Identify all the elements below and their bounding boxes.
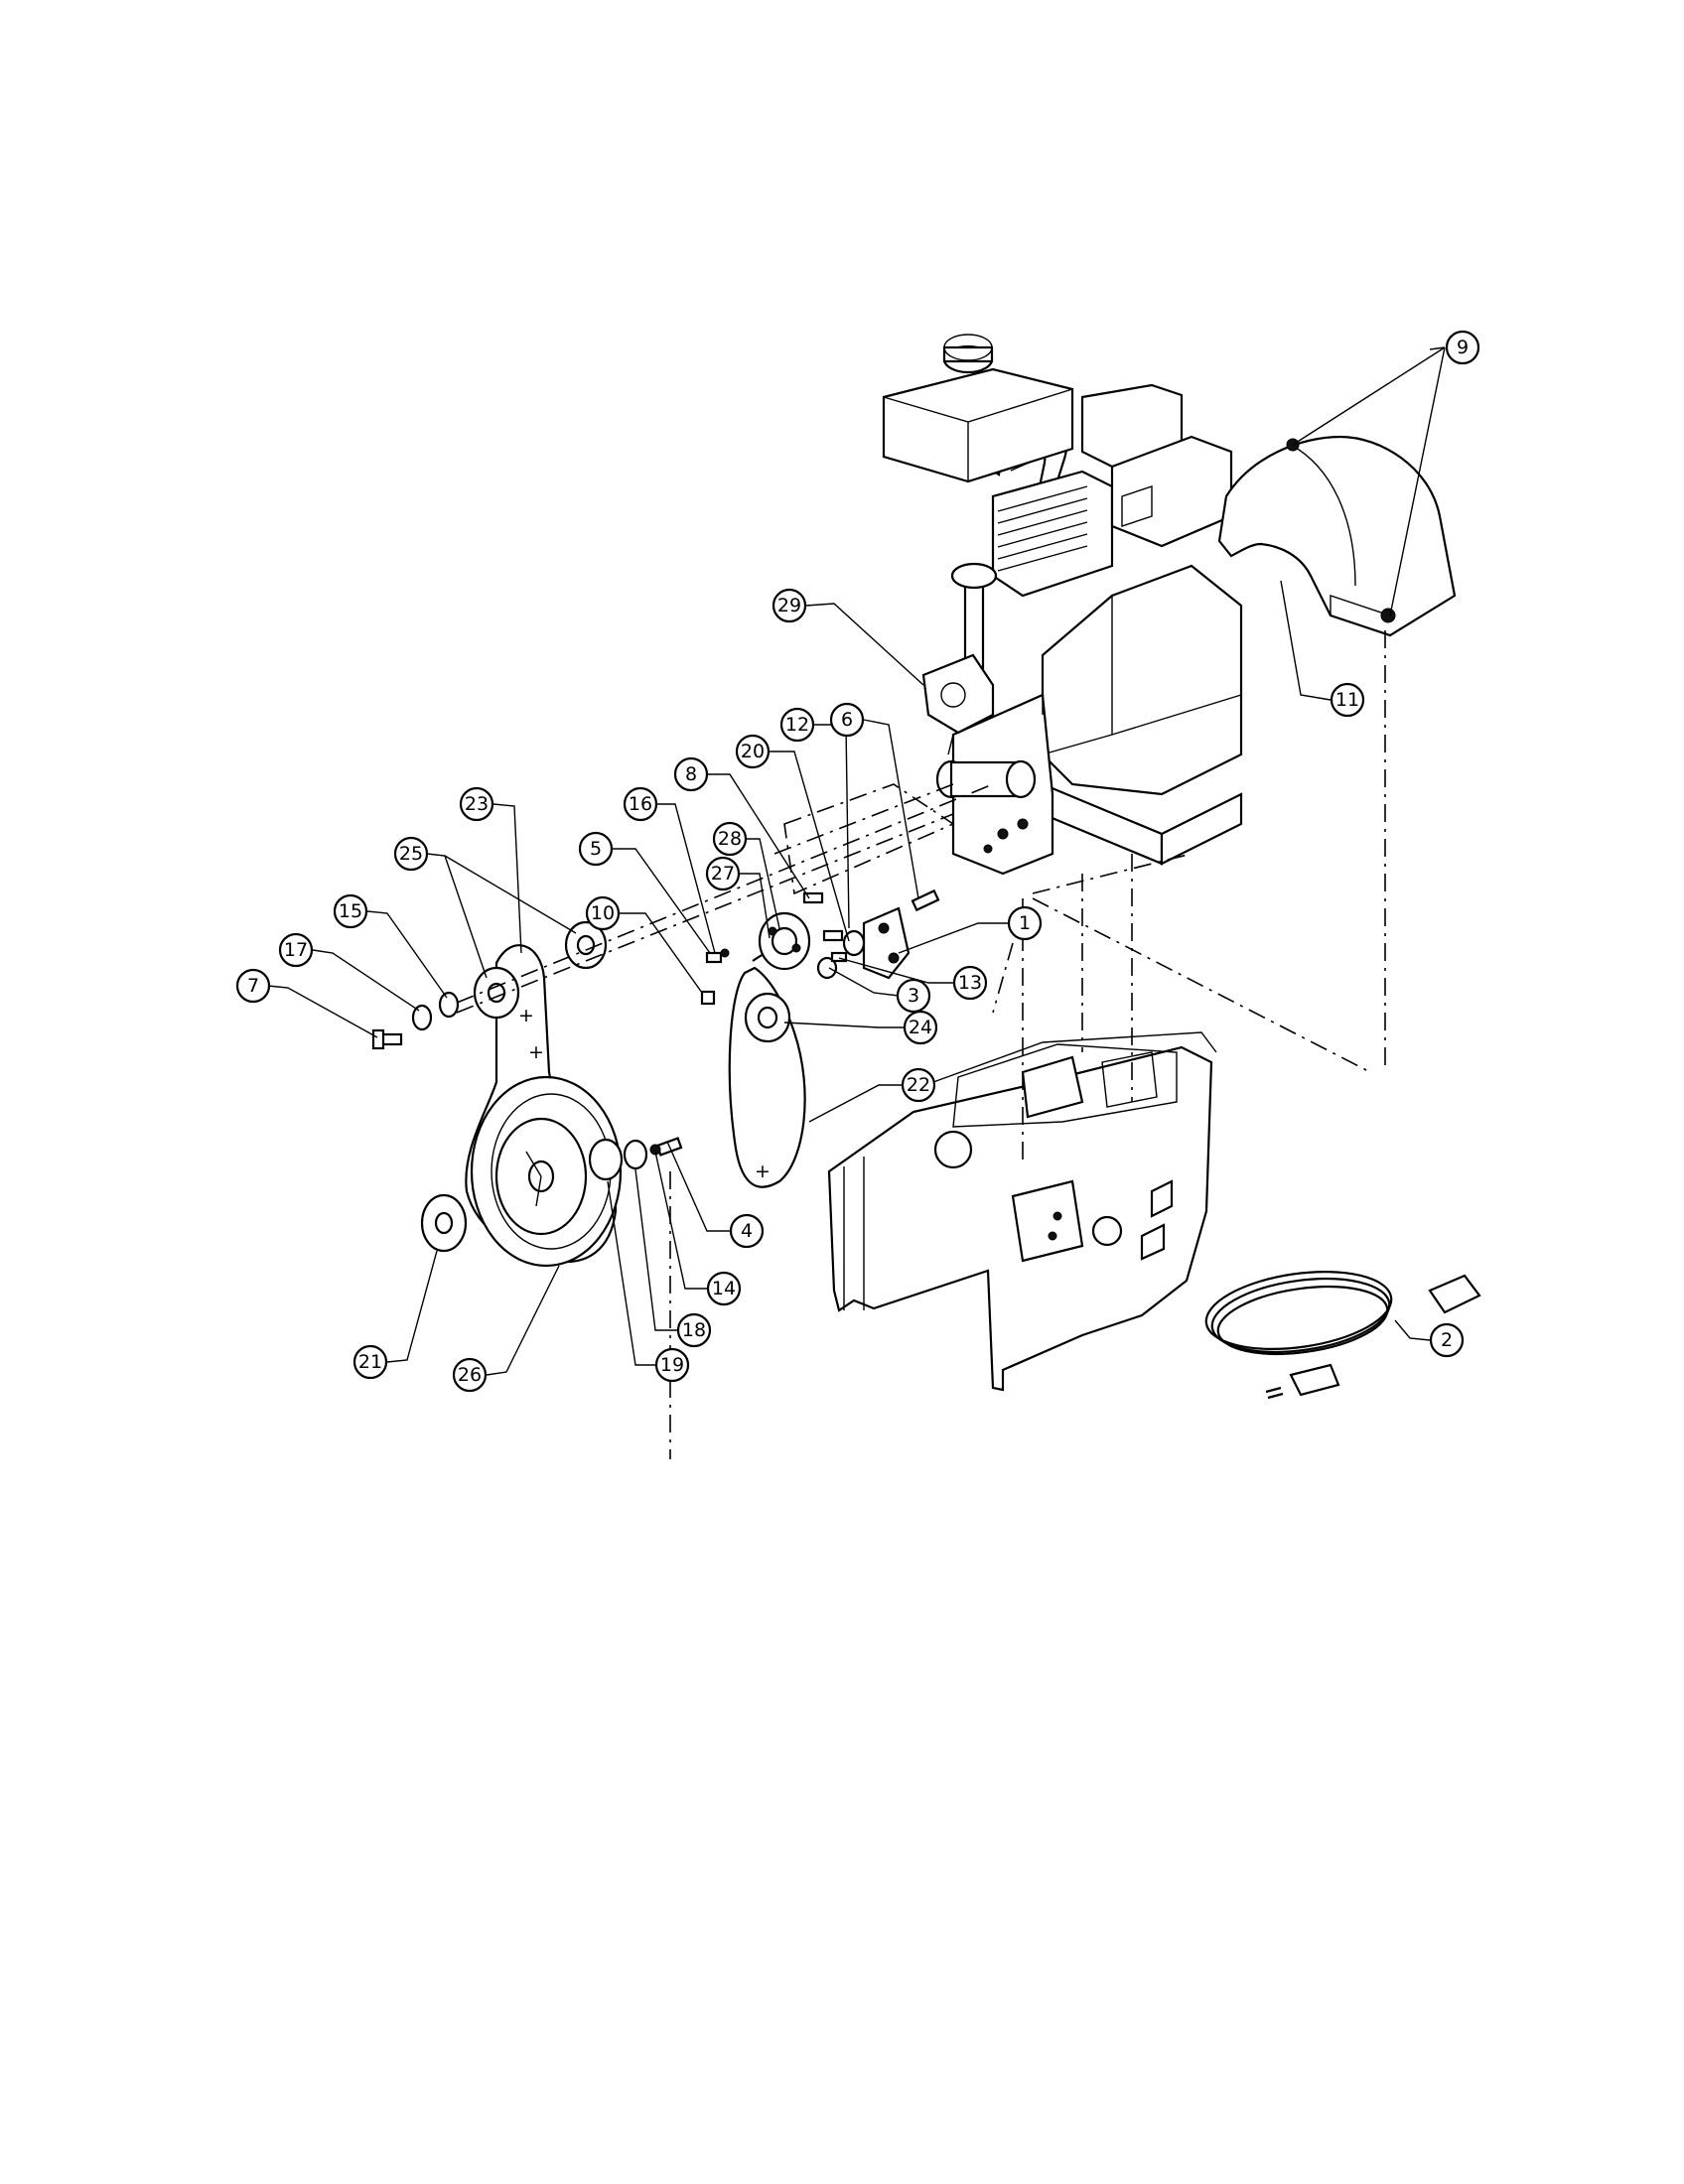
callout-label: 4 — [741, 1220, 753, 1242]
callout-label: 8 — [685, 763, 697, 785]
callout-label: 12 — [785, 714, 809, 736]
callout-6: 6 — [829, 702, 865, 738]
callout-label: 25 — [399, 843, 423, 865]
callout-18: 18 — [676, 1312, 712, 1348]
callout-1: 1 — [1007, 905, 1043, 941]
center-mark: + — [518, 1005, 534, 1026]
center-mark: + — [528, 1041, 544, 1063]
callout-label: 19 — [660, 1354, 684, 1376]
callout-label: 23 — [465, 793, 489, 815]
callout-23: 23 — [459, 786, 494, 822]
callout-label: 21 — [358, 1351, 382, 1373]
callout-9: 9 — [1445, 330, 1480, 365]
engine — [882, 334, 1243, 876]
callout-label: 20 — [741, 741, 765, 762]
callout-label: 1 — [1019, 912, 1031, 934]
callout-11: 11 — [1330, 682, 1365, 718]
center-mark: + — [755, 1160, 771, 1182]
callout-label: 29 — [777, 595, 801, 616]
callout-8: 8 — [673, 756, 709, 792]
assembly-lines — [456, 630, 1386, 1459]
drive-pulleys: + + + — [371, 920, 771, 1268]
callout-22: 22 — [901, 1067, 936, 1103]
callout-19: 19 — [654, 1347, 690, 1383]
callout-label: 27 — [711, 863, 735, 885]
idler-assembly — [700, 888, 940, 1188]
callout-17: 17 — [278, 932, 314, 968]
callout-label: 18 — [682, 1319, 706, 1341]
callout-25: 25 — [393, 836, 429, 872]
callout-label: 5 — [590, 838, 602, 860]
callout-15: 15 — [333, 893, 368, 929]
callout-21: 21 — [352, 1344, 388, 1380]
callout-label: 15 — [339, 900, 362, 922]
callout-label: 28 — [718, 828, 742, 850]
callout-label: 3 — [908, 985, 919, 1007]
callout-3: 3 — [896, 978, 931, 1014]
callout-29: 29 — [772, 588, 807, 623]
callout-4: 4 — [729, 1213, 765, 1249]
callout-13: 13 — [952, 965, 988, 1001]
callout-label: 17 — [284, 939, 308, 961]
callout-14: 14 — [706, 1271, 742, 1306]
callout-label: 2 — [1441, 1329, 1453, 1351]
callout-label: 13 — [958, 972, 982, 994]
callout-label: 22 — [907, 1074, 930, 1096]
callout-label: 7 — [247, 975, 259, 997]
callout-2: 2 — [1429, 1322, 1465, 1358]
callout-label: 6 — [841, 709, 853, 731]
callout-26: 26 — [452, 1357, 488, 1393]
callout-20: 20 — [735, 734, 771, 769]
callout-label: 24 — [909, 1017, 932, 1038]
callout-12: 12 — [779, 707, 815, 743]
belt-cover-shroud — [1217, 435, 1457, 637]
callout-27: 27 — [705, 856, 741, 891]
callout-label: 14 — [712, 1278, 736, 1299]
callout-24: 24 — [903, 1010, 938, 1045]
callout-label: 9 — [1457, 337, 1469, 358]
callout-label: 16 — [629, 793, 652, 815]
callout-label: 26 — [458, 1364, 482, 1386]
callout-10: 10 — [585, 895, 621, 931]
callout-5: 5 — [578, 831, 614, 867]
callout-16: 16 — [623, 786, 658, 822]
callout-label: 10 — [591, 902, 615, 924]
frame-housing — [827, 1031, 1217, 1392]
callout-7: 7 — [235, 968, 271, 1004]
power-cord — [1204, 1270, 1481, 1400]
callout-28: 28 — [712, 821, 748, 857]
callout-label: 11 — [1335, 689, 1359, 711]
